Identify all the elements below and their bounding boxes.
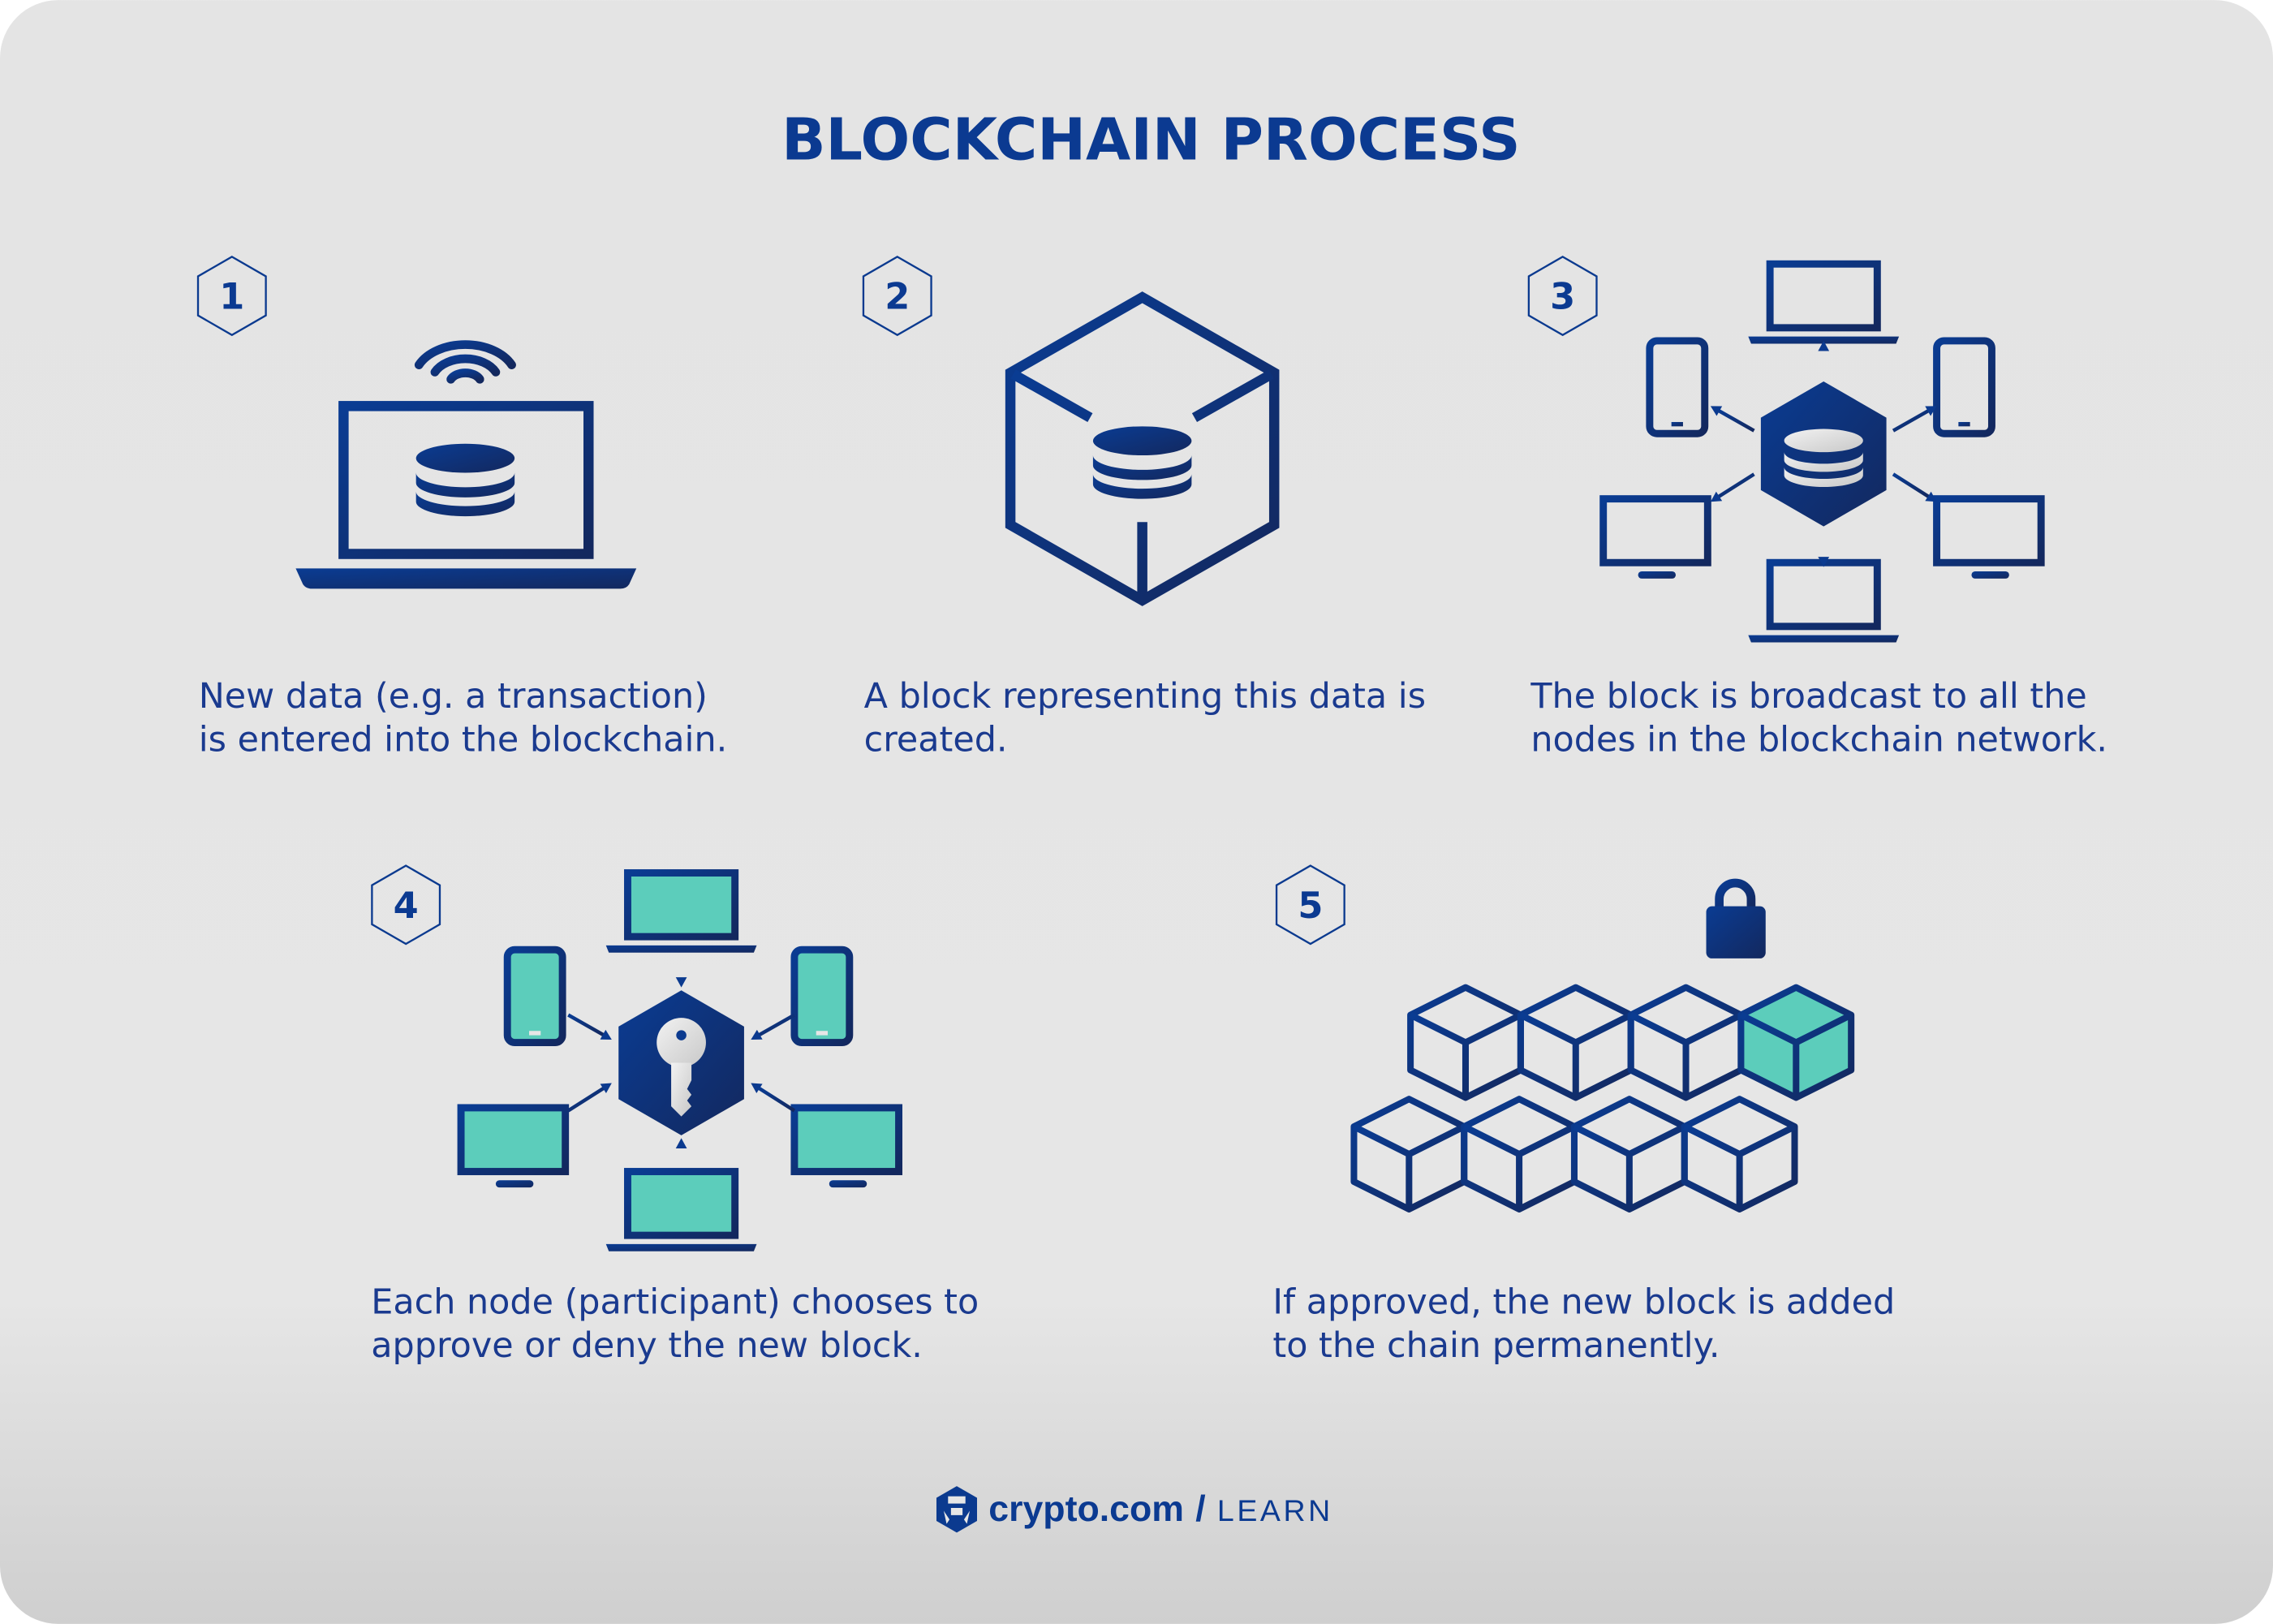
step-5-number-badge: 5	[1275, 864, 1345, 946]
database-icon	[415, 443, 515, 517]
step-5-caption: If approved, the new block is added to t…	[1272, 1282, 1895, 1367]
footer-brand: crypto.com	[988, 1489, 1184, 1529]
hexagon-badge-icon	[1275, 864, 1345, 946]
monitor-node-icon	[790, 1104, 903, 1188]
step-4-caption: Each node (participant) chooses to appro…	[371, 1282, 979, 1367]
block-hexagon	[1760, 381, 1887, 527]
step-2-line-1: A block representing this data is	[864, 676, 1426, 717]
step-3-line-2: nodes in the blockchain network.	[1530, 719, 2107, 760]
laptop-node-icon	[1748, 260, 1900, 344]
step-5-number: 5	[1298, 885, 1323, 927]
database-icon	[1092, 426, 1192, 499]
arrow-icon	[675, 1138, 687, 1176]
step-3-number: 3	[1550, 276, 1575, 318]
arrow-icon	[675, 950, 687, 988]
broadcast-network-icon	[1599, 260, 2045, 643]
hexagon-badge-icon	[196, 255, 267, 337]
phone-node-icon	[503, 946, 566, 1046]
step-1-line-2: is entered into the blockchain.	[199, 719, 728, 760]
arrow-icon	[1892, 406, 1937, 433]
laptop-screen	[338, 401, 594, 559]
step-3-caption: The block is broadcast to all the nodes …	[1530, 676, 2107, 760]
arrow-icon	[1818, 340, 1830, 379]
arrow-icon	[751, 1013, 796, 1040]
footer-text: crypto.com / LEARN	[988, 1489, 1333, 1529]
phone-node-icon	[790, 946, 854, 1046]
step-2-caption: A block representing this data is create…	[864, 676, 1426, 760]
arrow-icon	[567, 1013, 612, 1040]
step-4-line-1: Each node (participant) chooses to	[371, 1282, 979, 1323]
step-5-line-2: to the chain permanently.	[1272, 1325, 1720, 1366]
hexagon-badge-icon	[1527, 255, 1598, 337]
monitor-node-icon	[457, 1104, 570, 1188]
wifi-icon	[414, 340, 516, 384]
step-2-number: 2	[885, 276, 910, 318]
arrow-icon	[751, 1083, 796, 1113]
footer-section: LEARN	[1217, 1493, 1333, 1527]
hexagon-badge-icon	[862, 255, 932, 337]
step-1-caption: New data (e.g. a transaction) is entered…	[199, 676, 728, 760]
arrow-icon	[1818, 529, 1830, 567]
phone-node-icon	[1646, 337, 1709, 437]
step-1-number: 1	[219, 276, 244, 318]
footer-separator: /	[1195, 1489, 1205, 1529]
chain-block-cube	[1681, 1096, 1798, 1213]
step-3-number-badge: 3	[1527, 255, 1598, 337]
laptop-base	[295, 568, 637, 589]
step-5-line-1: If approved, the new block is added	[1272, 1282, 1895, 1323]
database-icon	[1784, 429, 1863, 487]
step-3-line-1: The block is broadcast to all the	[1530, 676, 2086, 717]
arrow-icon	[1892, 472, 1937, 502]
consensus-network-icon	[457, 869, 903, 1251]
laptop-node-icon	[605, 869, 757, 953]
monitor-node-icon	[1599, 495, 1711, 579]
block-cube-icon	[1005, 291, 1280, 606]
step-4-line-2: approve or deny the new block.	[371, 1325, 923, 1366]
laptop-icon	[295, 340, 637, 589]
block-chain-icon	[1350, 878, 1855, 1213]
step-1-number-badge: 1	[196, 255, 267, 337]
page-title: BLOCKCHAIN PROCESS	[781, 106, 1520, 174]
new-block-cube	[1737, 984, 1855, 1101]
footer-logo: crypto.com / LEARN	[936, 1486, 1333, 1533]
arrow-icon	[567, 1083, 612, 1113]
step-1-line-1: New data (e.g. a transaction)	[199, 676, 708, 717]
key-icon	[657, 1018, 706, 1117]
step-4-number-badge: 4	[371, 864, 441, 946]
step-4-number: 4	[394, 885, 419, 927]
step-2-line-2: created.	[864, 719, 1008, 760]
lock-icon	[1706, 878, 1766, 958]
monitor-node-icon	[1933, 495, 2045, 579]
arrow-icon	[1710, 406, 1755, 433]
step-2-number-badge: 2	[862, 255, 932, 337]
arrow-icon	[1710, 472, 1755, 502]
crypto-com-logo-icon	[936, 1486, 978, 1533]
phone-node-icon	[1933, 337, 1995, 437]
hexagon-badge-icon	[371, 864, 441, 946]
